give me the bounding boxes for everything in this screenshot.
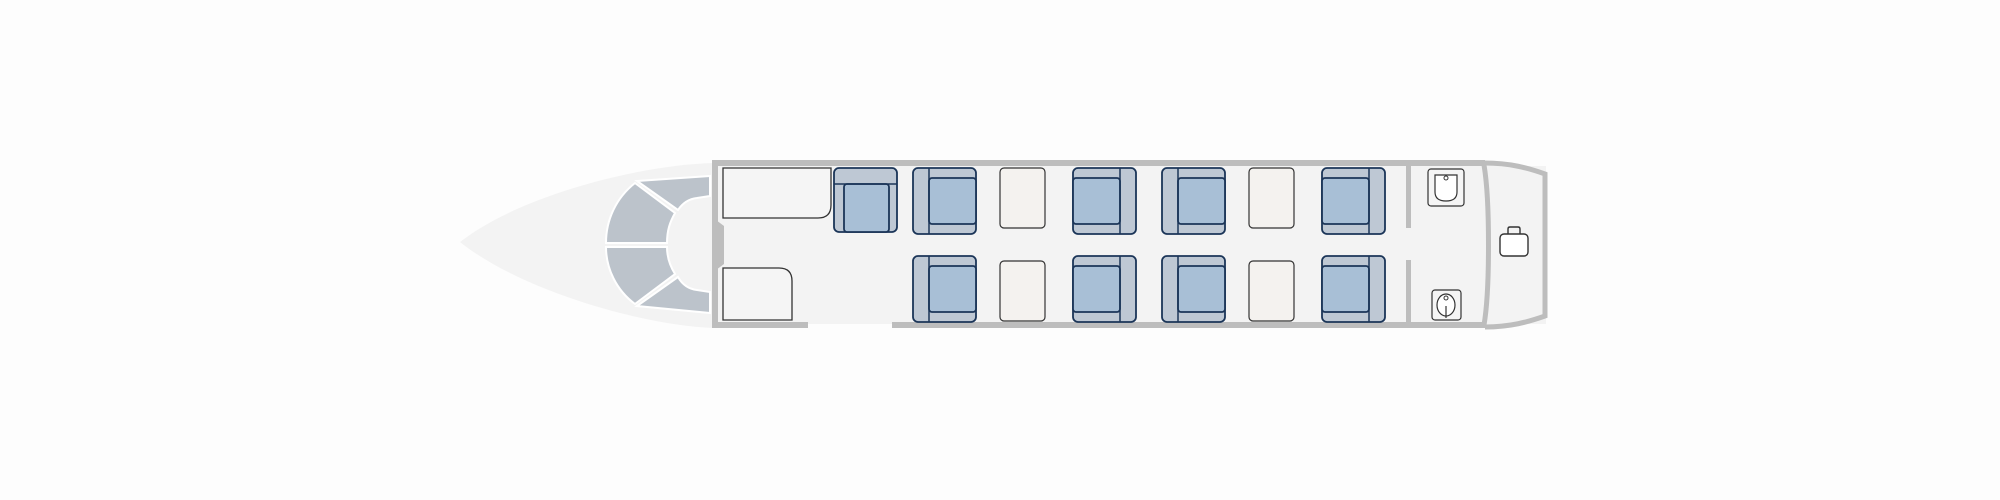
seat[interactable] [1321,255,1386,323]
seat[interactable] [1321,167,1386,235]
seat[interactable] [912,167,977,235]
luggage-icon [1499,226,1529,257]
table [1248,260,1295,322]
pilot-seat [604,181,677,244]
copilot-seat [604,246,677,306]
fuselage-walls [712,160,1485,328]
table [1248,167,1295,229]
tables [999,167,1295,322]
galley-unit-top [722,167,832,219]
lavatory-partition-bottom [1406,260,1411,322]
copilot-seat [634,275,711,315]
sink-icon [1427,168,1465,207]
seat[interactable] [833,167,898,233]
galley-unit-bottom [722,267,793,321]
tail-wall-outer [1484,160,1548,330]
top-wall [712,160,1485,166]
aft-bulkhead [1481,164,1491,326]
bottom-wall-fwd [712,322,808,328]
seat[interactable] [912,255,977,323]
pilot-seat [634,174,711,212]
lavatory-partition-top [1406,166,1411,228]
seat[interactable] [1072,167,1137,235]
bottom-wall-aft [892,322,1485,328]
seat[interactable] [1161,167,1226,235]
seat[interactable] [1161,255,1226,323]
seat[interactable] [1072,255,1137,323]
toilet-icon [1431,289,1462,321]
front-wall [712,160,718,328]
table [999,167,1046,229]
cockpit-seats [604,174,711,315]
table [999,260,1046,322]
